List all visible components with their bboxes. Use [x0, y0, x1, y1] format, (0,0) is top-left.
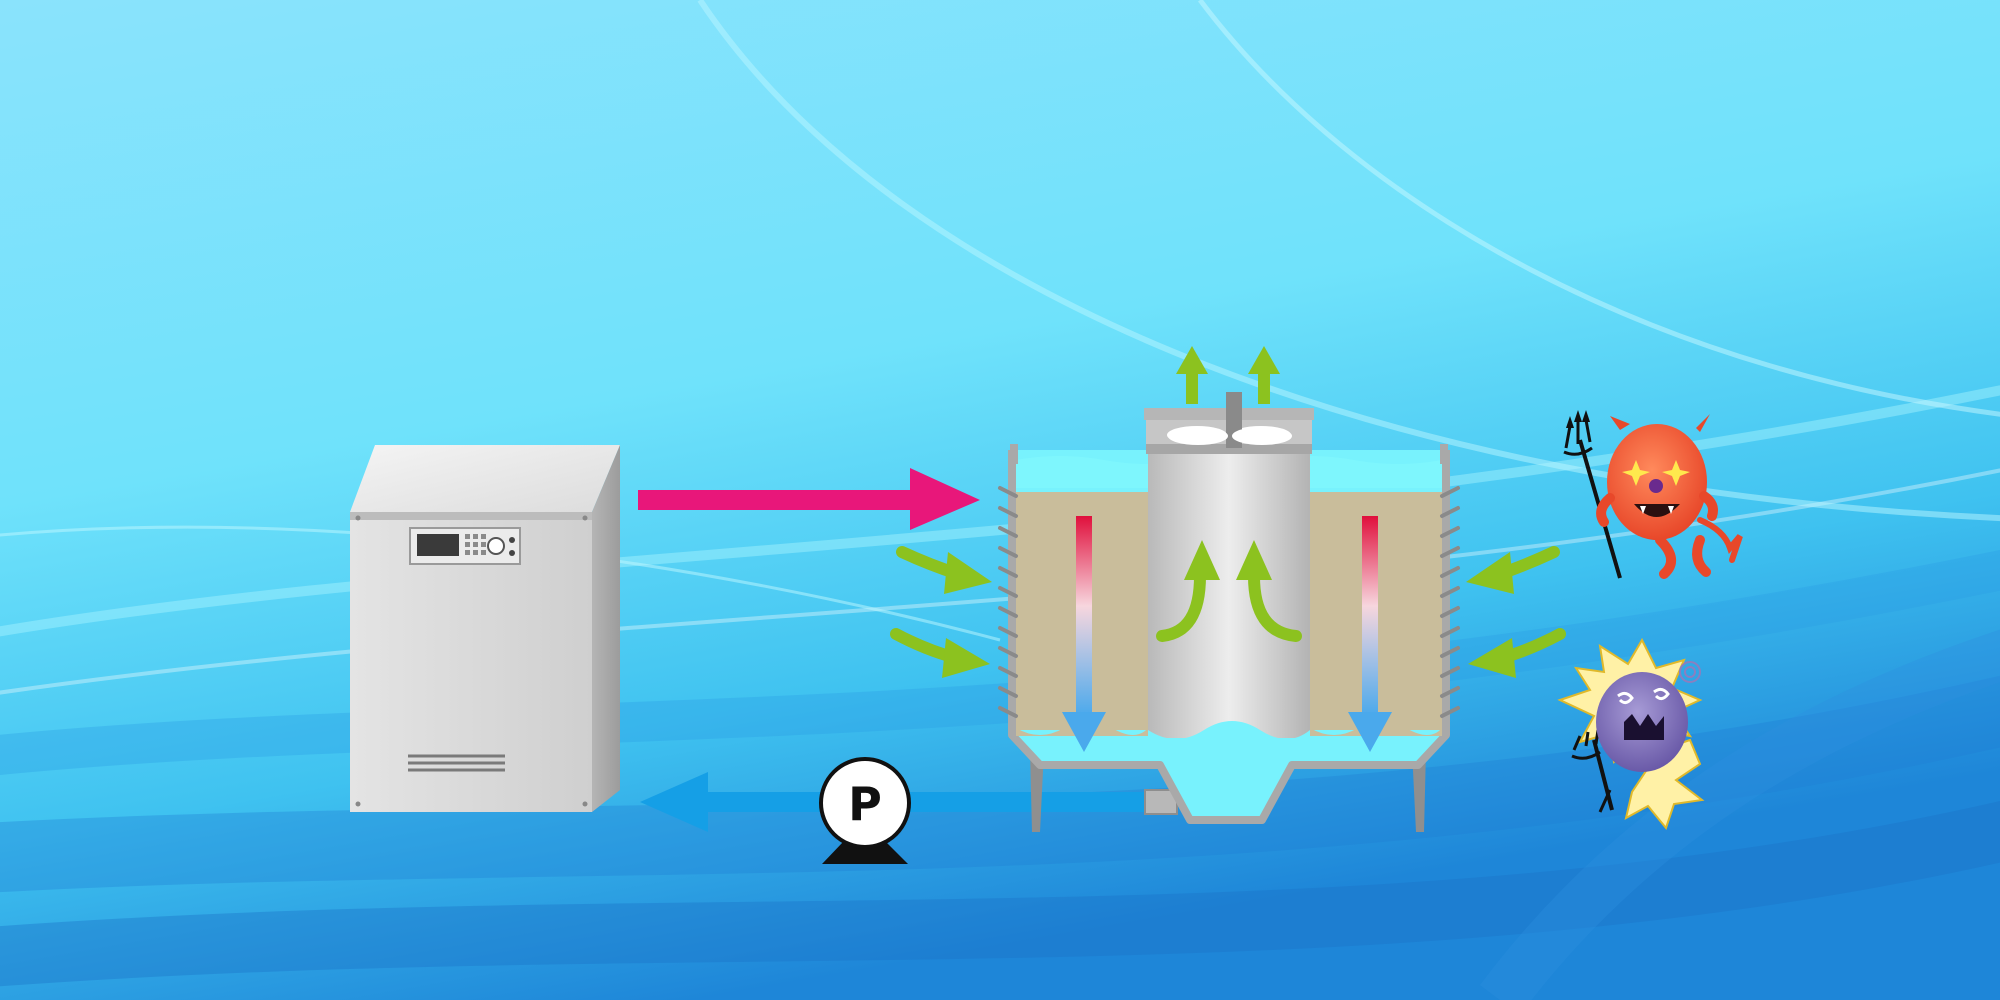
cooling-fins: [998, 486, 1460, 718]
gauge-icon: [487, 537, 505, 555]
keypad-icon: [465, 534, 486, 555]
chiller-unit-icon: [350, 445, 620, 812]
supply-flow-arrow: [638, 468, 980, 530]
return-flow-arrow: [640, 772, 1160, 832]
pump-label: P: [848, 777, 882, 831]
reaction-tank-icon: [998, 393, 1460, 832]
temperature-gradient-right: [1348, 516, 1392, 752]
exhaust-arrow-right: [1248, 346, 1280, 404]
temperature-gradient-left: [1062, 516, 1106, 752]
exhaust-arrow-left: [1176, 346, 1208, 404]
heat-arrows: [890, 346, 1566, 678]
vent-grille: [408, 754, 505, 772]
pump-icon: P: [819, 757, 911, 864]
purple-dizzy-germ-icon: [1557, 637, 1705, 831]
tank-lid: [1144, 392, 1314, 448]
red-devil-germ-icon: [1563, 410, 1743, 579]
